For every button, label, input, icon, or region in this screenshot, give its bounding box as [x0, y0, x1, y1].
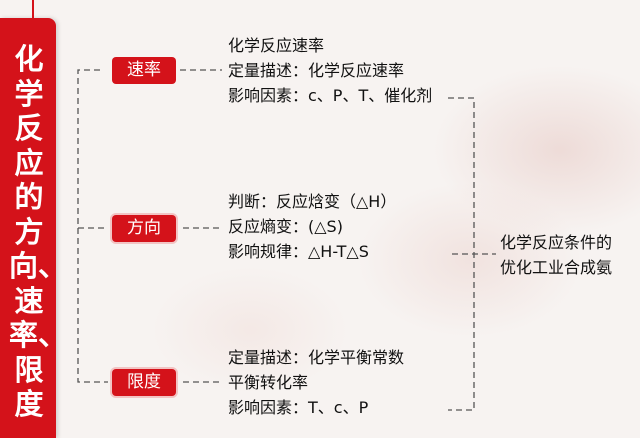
rate-item-2: 定量描述：化学反应速率 — [228, 61, 405, 80]
node-rate[interactable]: 速率 — [112, 57, 176, 84]
limit-item-2: 平衡转化率 — [228, 373, 309, 392]
direction-item-2: 反应熵变：(△S) — [228, 217, 343, 236]
limit-item-3: 影响因素：T、c、P — [228, 398, 369, 417]
conclusion-line-1: 化学反应条件的 — [500, 233, 613, 252]
rate-item-3: 影响因素：c、P、T、催化剂 — [228, 86, 433, 105]
title-topline — [32, 0, 34, 18]
left-trunk-line — [77, 69, 108, 383]
node-limit[interactable]: 限度 — [112, 369, 176, 396]
right-bracket-line — [448, 97, 475, 411]
direction-item-3: 影响规律：△H-T△S — [228, 242, 369, 261]
rate-item-1: 化学反应速率 — [228, 36, 325, 55]
main-title: 化学反应的方向、速率、限度 — [9, 42, 68, 421]
title-bar: 化学反应的方向、速率、限度 — [0, 0, 68, 438]
direction-item-1: 判断：反应焓变（△H） — [228, 192, 397, 211]
limit-item-1: 定量描述：化学平衡常数 — [228, 348, 405, 367]
conclusion-line-2: 优化工业合成氨 — [500, 258, 613, 277]
node-direction[interactable]: 方向 — [112, 215, 176, 242]
